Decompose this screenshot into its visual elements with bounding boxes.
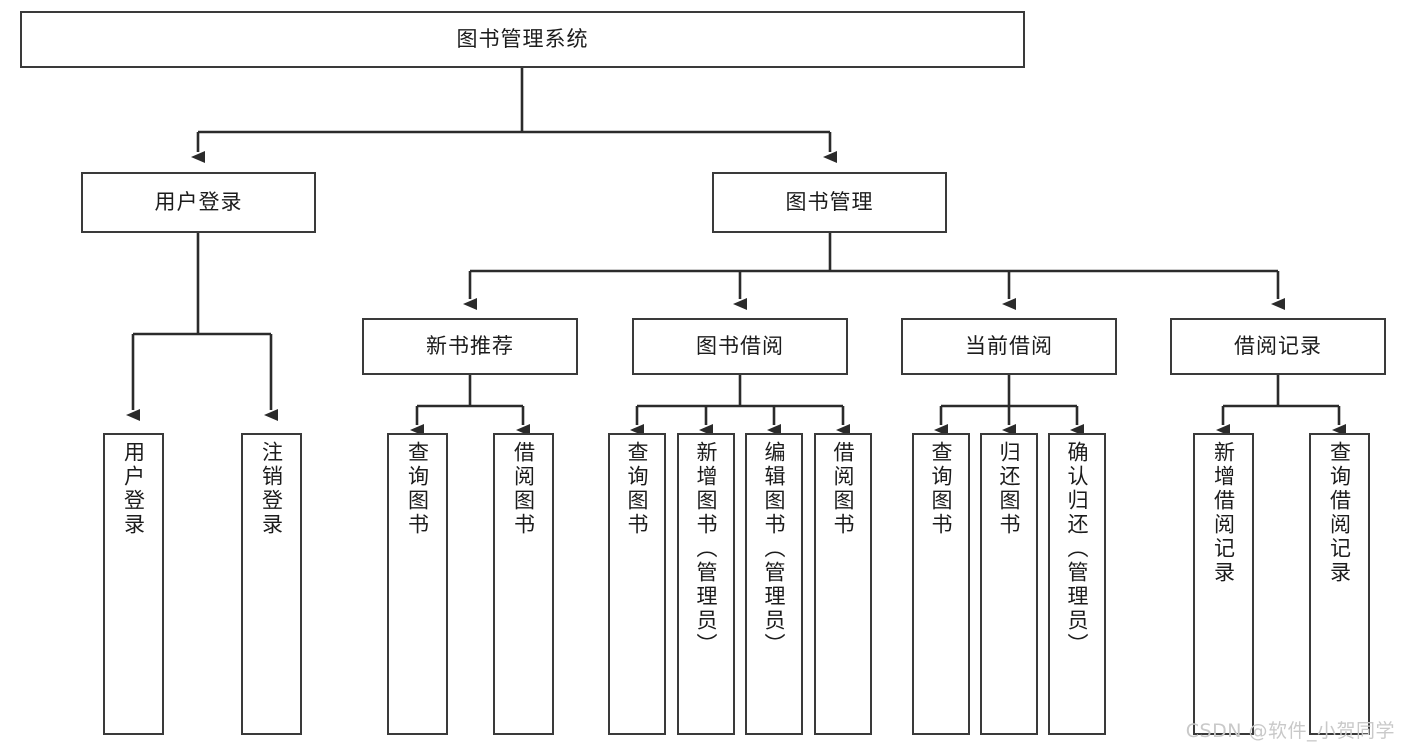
node-book-borrow-label: 图书借阅: [696, 334, 784, 359]
node-leaf-borrow-book-2-label: 借阅图书: [831, 441, 856, 537]
node-leaf-return-book[interactable]: 归还图书: [980, 433, 1038, 735]
node-leaf-borrow-book-1[interactable]: 借阅图书: [493, 433, 554, 735]
node-leaf-query-book-3[interactable]: 查询图书: [912, 433, 970, 735]
node-leaf-add-book-label: 新增图书（管理员）: [694, 441, 719, 657]
node-new-book-rec[interactable]: 新书推荐: [362, 318, 578, 375]
node-leaf-borrow-book-2[interactable]: 借阅图书: [814, 433, 872, 735]
node-book-manage-label: 图书管理: [785, 190, 874, 215]
node-user-login-label: 用户登录: [154, 190, 243, 215]
node-leaf-edit-book-label: 编辑图书（管理员）: [762, 441, 787, 657]
node-leaf-confirm-return[interactable]: 确认归还（管理员）: [1048, 433, 1106, 735]
node-leaf-borrow-book-1-label: 借阅图书: [511, 441, 536, 537]
node-leaf-user-login[interactable]: 用户登录: [103, 433, 164, 735]
node-leaf-confirm-return-label: 确认归还（管理员）: [1065, 441, 1090, 657]
node-new-book-rec-label: 新书推荐: [426, 334, 514, 359]
node-user-login[interactable]: 用户登录: [81, 172, 316, 233]
node-book-borrow[interactable]: 图书借阅: [632, 318, 848, 375]
node-root[interactable]: 图书管理系统: [20, 11, 1025, 68]
node-current-borrow[interactable]: 当前借阅: [901, 318, 1117, 375]
node-leaf-edit-book[interactable]: 编辑图书（管理员）: [745, 433, 803, 735]
node-book-manage[interactable]: 图书管理: [712, 172, 947, 233]
node-leaf-query-book-1-label: 查询图书: [405, 441, 430, 537]
node-leaf-logout[interactable]: 注销登录: [241, 433, 302, 735]
node-leaf-return-book-label: 归还图书: [997, 441, 1022, 537]
node-leaf-add-record-label: 新增借阅记录: [1211, 441, 1236, 585]
node-leaf-add-record[interactable]: 新增借阅记录: [1193, 433, 1254, 735]
node-leaf-query-record[interactable]: 查询借阅记录: [1309, 433, 1370, 735]
node-leaf-query-book-2[interactable]: 查询图书: [608, 433, 666, 735]
node-root-label: 图书管理系统: [456, 27, 589, 52]
watermark: CSDN @软件_小贺同学: [1185, 720, 1395, 742]
node-leaf-query-book-2-label: 查询图书: [625, 441, 650, 537]
node-leaf-add-book[interactable]: 新增图书（管理员）: [677, 433, 735, 735]
node-leaf-logout-label: 注销登录: [259, 441, 284, 537]
node-borrow-record[interactable]: 借阅记录: [1170, 318, 1386, 375]
node-borrow-record-label: 借阅记录: [1234, 334, 1322, 359]
node-current-borrow-label: 当前借阅: [965, 334, 1053, 359]
node-leaf-query-book-3-label: 查询图书: [929, 441, 954, 537]
node-leaf-query-book-1[interactable]: 查询图书: [387, 433, 448, 735]
node-leaf-query-record-label: 查询借阅记录: [1327, 441, 1352, 585]
node-leaf-user-login-label: 用户登录: [121, 441, 146, 537]
